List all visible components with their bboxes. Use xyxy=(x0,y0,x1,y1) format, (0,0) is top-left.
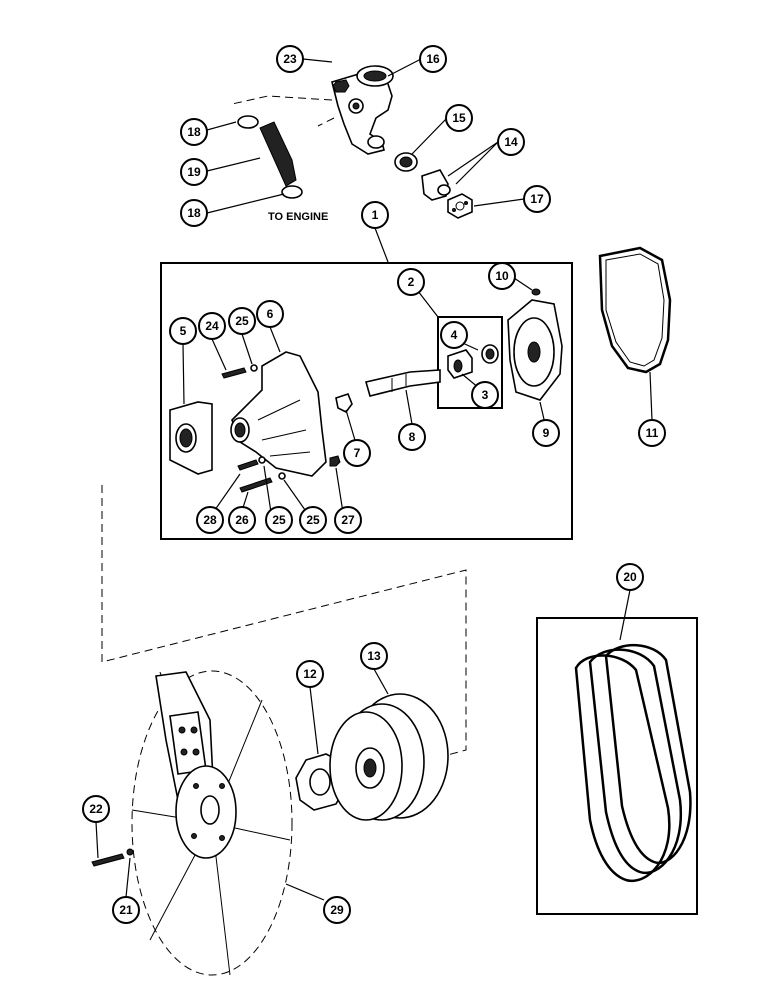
svg-text:18: 18 xyxy=(187,125,201,139)
pump-parts xyxy=(169,288,563,493)
bolt-24 xyxy=(221,367,247,379)
callout-6: 6 xyxy=(256,300,284,328)
svg-text:18: 18 xyxy=(187,206,201,220)
svg-text:6: 6 xyxy=(267,307,274,321)
callout-3: 3 xyxy=(471,381,499,409)
callout-25-right: 25 xyxy=(299,506,327,534)
callout-15: 15 xyxy=(445,104,473,132)
svg-text:27: 27 xyxy=(341,513,355,527)
belt-set-20 xyxy=(574,643,692,883)
nut-23 xyxy=(332,79,350,93)
svg-text:1: 1 xyxy=(372,208,379,222)
svg-text:25: 25 xyxy=(306,513,320,527)
belt-box xyxy=(536,617,698,915)
svg-text:24: 24 xyxy=(205,319,219,333)
hose-19 xyxy=(259,121,297,187)
snap-ring-7 xyxy=(335,393,353,414)
callout-8: 8 xyxy=(398,423,426,451)
washer-21 xyxy=(126,848,134,856)
svg-text:4: 4 xyxy=(451,328,458,342)
svg-text:15: 15 xyxy=(452,111,466,125)
svg-text:28: 28 xyxy=(203,513,217,527)
bolt-26 xyxy=(239,477,273,493)
hose-clamp-upper xyxy=(237,115,259,129)
svg-text:29: 29 xyxy=(330,903,344,917)
svg-text:7: 7 xyxy=(354,446,361,460)
callout-21: 21 xyxy=(112,896,140,924)
svg-text:19: 19 xyxy=(187,165,201,179)
svg-text:10: 10 xyxy=(495,269,509,283)
callout-26: 26 xyxy=(228,506,256,534)
pin-10 xyxy=(531,288,541,296)
svg-text:14: 14 xyxy=(504,135,518,149)
callout-16: 16 xyxy=(419,45,447,73)
callout-17: 17 xyxy=(523,185,551,213)
callout-23: 23 xyxy=(276,45,304,73)
callout-12: 12 xyxy=(296,660,324,688)
svg-text:5: 5 xyxy=(180,324,187,338)
callout-10: 10 xyxy=(488,262,516,290)
bolt-28 xyxy=(237,459,259,471)
svg-text:3: 3 xyxy=(482,388,489,402)
callout-4: 4 xyxy=(440,321,468,349)
callout-28: 28 xyxy=(196,506,224,534)
washer-25 xyxy=(250,364,258,372)
gasket-17 xyxy=(447,193,473,219)
callout-20: 20 xyxy=(616,563,644,591)
callout-2: 2 xyxy=(397,268,425,296)
callout-7: 7 xyxy=(343,439,371,467)
fan-disc-29 xyxy=(131,670,293,976)
svg-text:25: 25 xyxy=(272,513,286,527)
svg-text:26: 26 xyxy=(235,513,249,527)
svg-text:8: 8 xyxy=(409,430,416,444)
svg-text:25: 25 xyxy=(235,314,249,328)
callout-5: 5 xyxy=(169,317,197,345)
callout-13: 13 xyxy=(360,642,388,670)
callout-1: 1 xyxy=(361,201,389,229)
leader-lines xyxy=(95,58,653,901)
callout-18-upper: 18 xyxy=(180,118,208,146)
pump-body-6 xyxy=(231,351,327,477)
callout-27: 27 xyxy=(334,506,362,534)
callout-25-top: 25 xyxy=(228,307,256,335)
shaft-8 xyxy=(364,369,441,397)
callout-22: 22 xyxy=(82,795,110,823)
callout-19: 19 xyxy=(180,158,208,186)
hose-clamp-lower xyxy=(281,185,303,199)
gasket-11 xyxy=(598,246,672,374)
svg-text:13: 13 xyxy=(367,649,381,663)
callout-14: 14 xyxy=(497,128,525,156)
outlet-housing-assembly xyxy=(231,65,473,219)
svg-text:12: 12 xyxy=(303,667,317,681)
to-engine-note: TO ENGINE xyxy=(268,211,328,223)
svg-text:2: 2 xyxy=(408,275,415,289)
bolt-22 xyxy=(91,853,125,867)
callout-11: 11 xyxy=(638,419,666,447)
svg-text:23: 23 xyxy=(283,52,297,66)
svg-text:11: 11 xyxy=(646,426,659,440)
svg-text:16: 16 xyxy=(426,52,440,66)
callout-25-mid: 25 xyxy=(265,506,293,534)
svg-text:20: 20 xyxy=(623,570,637,584)
bearing-kit-box xyxy=(437,316,503,409)
nut-27 xyxy=(329,455,341,467)
callout-24: 24 xyxy=(198,312,226,340)
svg-text:21: 21 xyxy=(119,903,133,917)
fan-and-pulley xyxy=(91,670,449,976)
callout-bubbles: 23 16 18 19 18 15 14 17 1 2 10 5 24 25 6… xyxy=(82,45,666,924)
svg-text:17: 17 xyxy=(530,192,544,206)
water-pump-assembly-box xyxy=(160,262,573,540)
callout-29: 29 xyxy=(323,896,351,924)
callout-18-lower: 18 xyxy=(180,199,208,227)
callout-9: 9 xyxy=(532,419,560,447)
svg-text:9: 9 xyxy=(543,426,550,440)
svg-text:22: 22 xyxy=(89,802,103,816)
